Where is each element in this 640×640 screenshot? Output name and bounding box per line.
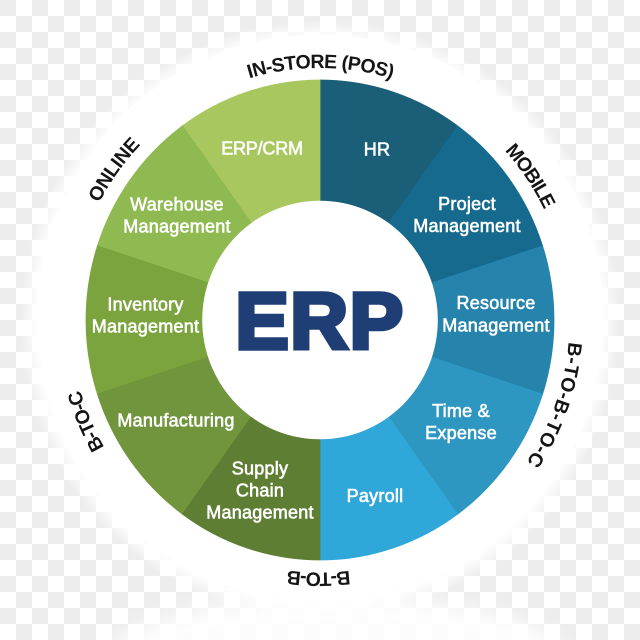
svg-text:ERP/CRM: ERP/CRM [221, 138, 303, 158]
svg-text:ERP: ERP [235, 277, 404, 366]
svg-text:Payroll: Payroll [347, 486, 404, 506]
svg-text:B-TO-B: B-TO-B [286, 566, 351, 590]
svg-text:HR: HR [364, 139, 391, 159]
svg-text:Manufacturing: Manufacturing [117, 411, 234, 431]
